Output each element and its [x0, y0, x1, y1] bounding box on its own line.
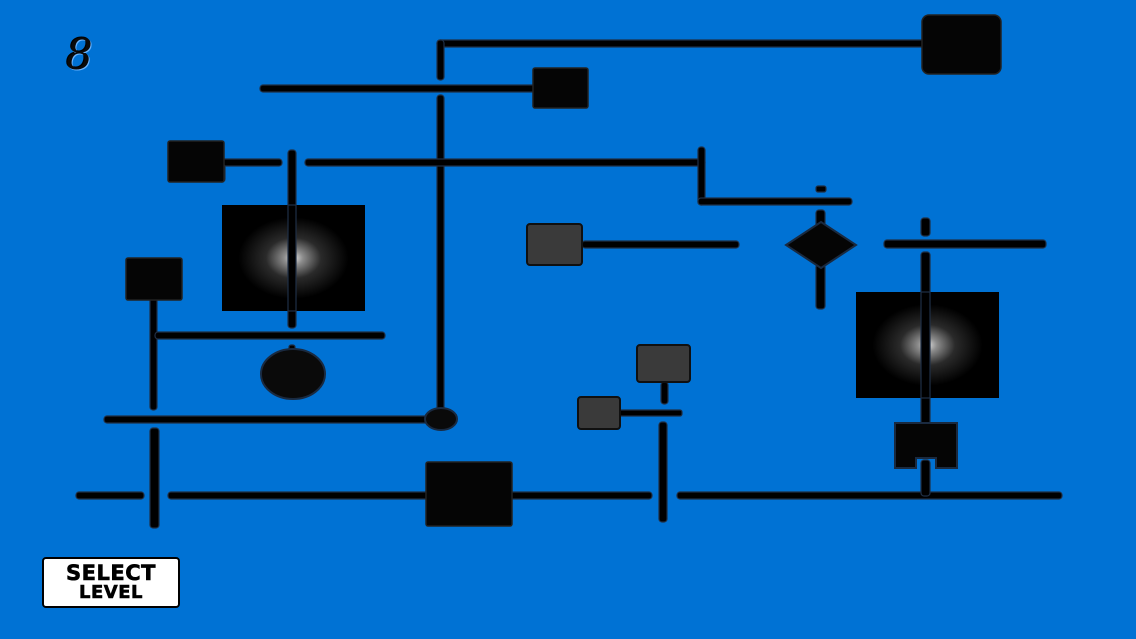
block-top-right[interactable] [921, 14, 1002, 75]
valve-icon[interactable] [260, 348, 326, 400]
select-level-label-line2: LEVEL [79, 582, 143, 603]
magnet-icon[interactable] [222, 204, 365, 312]
block-left-top[interactable] [167, 140, 225, 183]
movable-block-center[interactable] [526, 223, 583, 266]
movable-block-lower-left[interactable] [577, 396, 621, 430]
pipe-junction [424, 407, 458, 431]
gate-icon[interactable] [894, 422, 958, 469]
magnet-icon[interactable] [856, 291, 999, 399]
block-bottom-center[interactable] [425, 461, 513, 527]
diamond-valve-icon[interactable] [784, 220, 858, 270]
movable-block-lower-top[interactable] [636, 344, 691, 383]
block-left-middle[interactable] [125, 257, 183, 301]
select-level-button[interactable]: SELECT LEVEL [42, 557, 180, 608]
block-top-small[interactable] [532, 67, 589, 109]
select-level-label-line1: SELECT [66, 561, 156, 585]
level-number: 8 [66, 30, 93, 79]
